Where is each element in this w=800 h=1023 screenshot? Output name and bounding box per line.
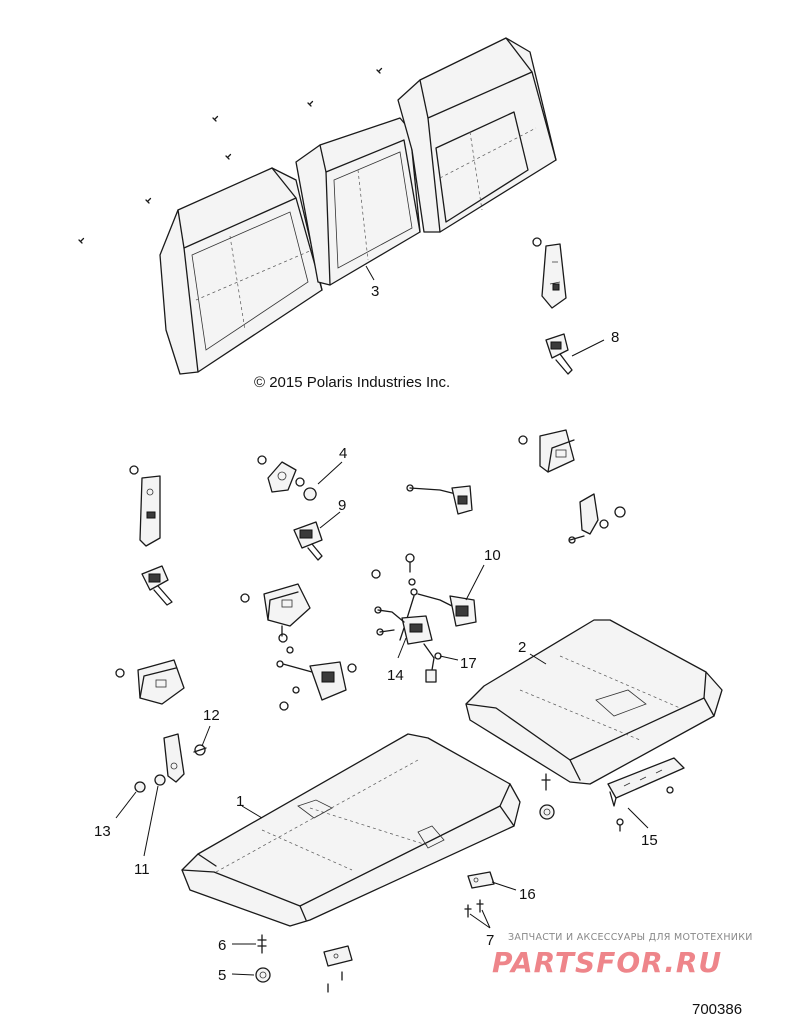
leader-lines	[115, 265, 649, 976]
retractor-middle	[240, 583, 311, 654]
seat-backrest	[159, 37, 557, 375]
pin-6	[257, 934, 267, 954]
anchor-plate-12	[163, 733, 207, 783]
callout-9: 9	[338, 497, 346, 514]
grommet-parts	[539, 773, 555, 820]
callout-3: 3	[371, 283, 379, 300]
seat-bottom-left	[181, 733, 521, 927]
callout-12: 12	[203, 707, 220, 724]
clip-bracket-bottom	[323, 945, 353, 993]
anchor-bracket-4	[257, 455, 317, 501]
buckle-strap-upper	[406, 484, 473, 515]
seat-belt-bracket-upper	[532, 237, 567, 309]
callout-13: 13	[94, 823, 111, 840]
copyright-notice: © 2015 Polaris Industries Inc.	[254, 374, 450, 391]
watermark-brand-logo: PARTSFOR.RU	[492, 946, 722, 979]
callout-17: 17	[460, 655, 477, 672]
buckle-left	[141, 565, 173, 606]
mount-rail-15	[607, 757, 685, 832]
retractor-lower-left	[115, 659, 185, 705]
callout-14: 14	[387, 667, 404, 684]
retractor-top-right	[518, 429, 575, 473]
nut-13	[134, 781, 146, 793]
watermark-tagline: ЗАПЧАСТИ И АКСЕССУАРЫ ДЛЯ МОТОТЕХНИКИ	[508, 932, 753, 943]
callout-7: 7	[486, 932, 494, 949]
callout-labels: 1 2 3 4 5 6 7 8 9 10 11 12 13 14 15 16 1…	[94, 283, 658, 984]
callout-8: 8	[611, 329, 619, 346]
washer-11	[154, 774, 166, 786]
seat-bottom-right	[465, 619, 723, 785]
callout-2: 2	[518, 639, 526, 656]
callout-1: 1	[236, 793, 244, 810]
seat-belt-switch-harness	[371, 553, 477, 683]
callout-10: 10	[484, 547, 501, 564]
callout-11: 11	[134, 861, 150, 878]
belt-bracket-right	[568, 493, 626, 544]
diagram-reference-number: 700386	[692, 1001, 742, 1018]
callout-16: 16	[519, 886, 536, 903]
callout-15: 15	[641, 832, 658, 849]
buckle-part-8	[545, 333, 573, 375]
callout-4: 4	[339, 445, 347, 462]
seat-belt-bracket-left	[129, 465, 161, 547]
bracket-16	[467, 871, 495, 889]
watermark: ЗАПЧАСТИ И АКСЕССУАРЫ ДЛЯ МОТОТЕХНИКИ PA…	[492, 932, 753, 979]
callout-6: 6	[218, 937, 226, 954]
push-pins-7	[464, 899, 484, 918]
callout-5: 5	[218, 967, 226, 984]
buckle-strap-middle	[276, 660, 357, 711]
buckle-part-9	[293, 521, 323, 561]
grommet-5	[255, 967, 271, 983]
backrest-screws	[78, 67, 383, 244]
